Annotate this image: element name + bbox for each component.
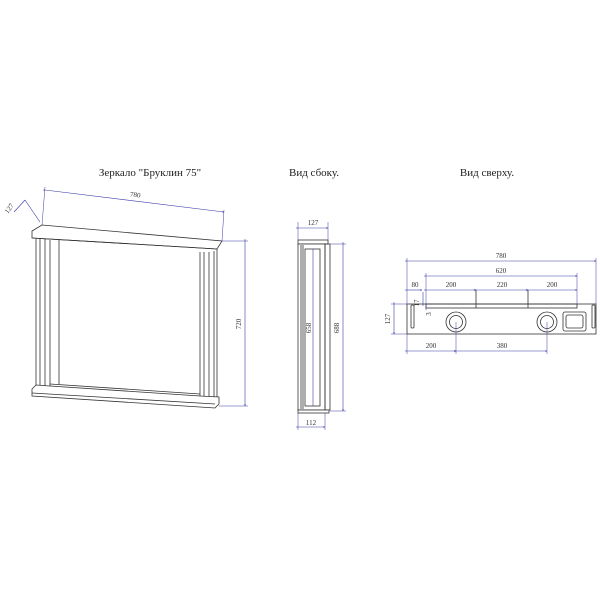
front-width-dim: 780: [130, 190, 142, 199]
top-overall-dim: 780: [496, 252, 507, 260]
socket-box: [562, 311, 587, 332]
top-hole1-dim: 200: [426, 342, 437, 350]
top-depth-dim: 127: [384, 313, 392, 324]
top-seg2-dim: 220: [497, 281, 508, 289]
right-slot: [591, 304, 596, 329]
side-top-shelf: [297, 239, 329, 245]
top-view-title: Вид сверху.: [460, 167, 514, 179]
top-shelf: [31, 224, 223, 250]
top-seg3-dim: 200: [547, 281, 558, 289]
front-view: 780 127 720: [3, 186, 248, 409]
side-outer-height-dim: 688: [333, 322, 341, 333]
side-view: 127 658 688 112: [298, 219, 346, 430]
side-top-depth-dim: 127: [308, 219, 319, 227]
top-hole-spacing-dim: 380: [497, 342, 508, 350]
top-17-dim: 17: [413, 299, 421, 307]
top-view: 780 620 80 200 220 200 17 3 127 200 380: [384, 252, 596, 354]
left-slot: [410, 304, 415, 329]
top-3-dim: 3: [425, 312, 433, 316]
side-inner-height-dim: 658: [305, 322, 313, 333]
top-seg1-dim: 200: [446, 281, 457, 289]
front-height-dim: 720: [235, 318, 243, 329]
top-left-offset-dim: 80: [412, 281, 420, 289]
top-inner-dim: 620: [496, 267, 507, 275]
top-body: [406, 303, 597, 335]
front-view-title: Зеркало "Бруклин 75": [99, 167, 201, 179]
bottom-base: [31, 384, 220, 409]
side-view-title: Вид сбоку.: [289, 167, 339, 179]
side-bottom-depth-dim: 112: [306, 419, 317, 427]
front-depth-dim: 127: [3, 202, 16, 216]
